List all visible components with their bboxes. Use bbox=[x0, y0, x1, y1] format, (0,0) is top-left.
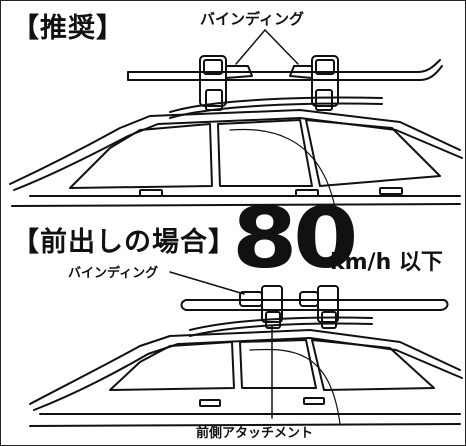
bottom-attachment-left bbox=[239, 285, 283, 329]
bottom-ski bbox=[180, 299, 449, 311]
top-callout-lines bbox=[235, 29, 299, 65]
heading-recommended: 【推奨】 bbox=[12, 13, 124, 44]
bottom-attachment-right bbox=[299, 285, 339, 329]
top-car-body bbox=[9, 109, 463, 213]
callout-binding-top: バインディング bbox=[200, 10, 304, 28]
bottom-roof-rack bbox=[189, 316, 373, 337]
speed-limit-value: 80 bbox=[232, 189, 358, 287]
top-attachment-left bbox=[199, 55, 253, 111]
callout-front-attachment: 前側アタッチメント bbox=[196, 426, 314, 441]
top-roof-rack bbox=[169, 96, 383, 119]
top-ski bbox=[127, 59, 443, 81]
bottom-car-body bbox=[29, 329, 463, 427]
bottom-callout-lines bbox=[169, 271, 273, 419]
heading-forward-position: 【前出しの場合】 bbox=[12, 227, 236, 258]
speed-limit-unit: km/h 以下 bbox=[330, 250, 443, 275]
top-attachment-right bbox=[289, 55, 339, 111]
callout-binding-bottom: バインディング bbox=[68, 266, 159, 281]
